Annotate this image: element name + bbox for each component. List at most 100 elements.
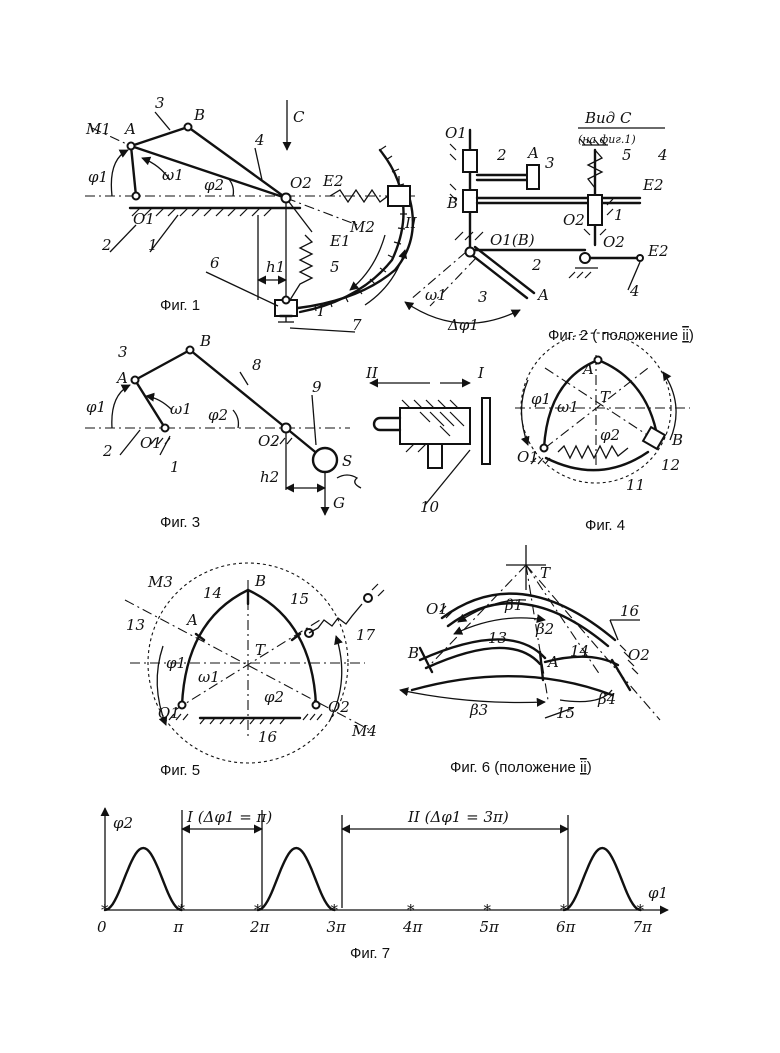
fig1-label-ii: II: [404, 214, 418, 232]
fig6-label-16: 16: [620, 602, 640, 620]
fig1-label-1: 1: [148, 236, 158, 254]
fig4-label-o1: O1: [517, 448, 539, 466]
fig5-label-16: 16: [258, 728, 278, 746]
fig7-tick-mark: *: [407, 901, 415, 919]
fig1-label-3: 3: [155, 94, 165, 112]
fig2-label-a: A: [526, 144, 539, 162]
figure-1: M1 A B 3 C 4 O2 E2 M2 E1 φ1 ω1 φ2 O1 2 1…: [85, 94, 418, 334]
fig6-label-a: A: [546, 653, 559, 671]
figure-3: 3 A B 8 9 φ1 ω1 φ2 O1 2 O2 1 S h2 G II I…: [85, 332, 490, 531]
fig7-tick-label: 6π: [556, 918, 577, 936]
fig7-interval-ii: II (Δφ1 = 3π): [407, 808, 509, 826]
fig3-label-b: B: [199, 332, 211, 350]
figure-6: T O1 β1 β2 13 B A 14 16 O2 β3 15 β4 Фиг.…: [400, 545, 660, 776]
fig2-caption: Фиг. 2 ( положение ii): [548, 327, 694, 344]
fig6-label-beta1: β1: [504, 596, 523, 614]
fig7-curve-bump: [258, 848, 335, 910]
fig7-y-label: φ2: [113, 814, 133, 832]
fig4-label-11: 11: [626, 476, 645, 494]
fig4-label-phi2: φ2: [600, 426, 620, 444]
fig7-tick-label: 3π: [327, 918, 348, 936]
fig5-label-t: T: [255, 641, 266, 659]
fig4-label-12: 12: [661, 456, 680, 474]
fig3-label-2: 2: [102, 442, 113, 460]
fig1-label-phi2: φ2: [204, 176, 224, 194]
fig1-label-o2: O2: [290, 174, 312, 192]
fig2-label-2: 2: [496, 146, 507, 164]
fig1-label-c: C: [293, 108, 305, 126]
fig7-tick-label: 5π: [480, 918, 501, 936]
fig5-caption: Фиг. 5: [160, 762, 200, 779]
fig2-label-4-b: 4: [629, 282, 640, 300]
fig6-label-beta3: β3: [469, 701, 488, 719]
fig1-label-o1: O1: [133, 210, 155, 228]
fig5-label-m4: M4: [351, 722, 377, 740]
fig1-label-7: 7: [352, 316, 362, 334]
fig7-tick-label: π: [173, 918, 185, 936]
fig3-label-phi1: φ1: [86, 398, 106, 416]
fig1-label-6: 6: [210, 254, 220, 272]
fig3-label-h2: h2: [260, 468, 279, 486]
fig1-label-omega1: ω1: [162, 166, 184, 184]
fig1-label-2: 2: [101, 236, 112, 254]
figure-5: M3 B 14 15 A 13 T 17 φ1 ω1 φ2 O1 O2 16 M…: [125, 563, 384, 779]
fig6-caption: Фиг. 6 (положение ii): [450, 759, 592, 776]
fig5-label-13: 13: [126, 616, 145, 634]
fig1-label-h1: h1: [266, 258, 285, 276]
fig5-label-phi1: φ1: [166, 654, 186, 672]
fig4-label-b: B: [671, 431, 683, 449]
fig4-caption: Фиг. 4: [585, 517, 625, 534]
fig2-label-o1: O1: [445, 124, 467, 142]
fig7-tick-label: 4π: [402, 918, 424, 936]
fig6-label-13: 13: [488, 629, 507, 647]
fig2-label-dphi1: Δφ1: [447, 316, 479, 334]
fig1-label-phi1: φ1: [88, 168, 108, 186]
fig7-x-label: φ1: [648, 884, 668, 902]
fig4-label-omega1: ω1: [557, 398, 579, 416]
fig5-label-15: 15: [290, 590, 309, 608]
fig2-label-e2: E2: [642, 176, 664, 194]
fig6-label-o2: O2: [628, 646, 650, 664]
fig3-label-ii: II: [365, 364, 379, 382]
fig3-label-s: S: [342, 452, 352, 470]
fig1-label-4: 4: [254, 131, 265, 149]
fig3-label-1: 1: [170, 458, 180, 476]
fig2-label-b: B: [446, 194, 458, 212]
fig1-label-a: A: [123, 120, 136, 138]
fig4-label-a: A: [581, 360, 594, 378]
fig5-label-phi2: φ2: [264, 688, 284, 706]
fig5-label-17: 17: [356, 626, 376, 644]
fig3-label-3: 3: [118, 343, 128, 361]
fig1-label-e2: E2: [322, 172, 344, 190]
fig1-label-i: I: [317, 302, 325, 320]
fig6-label-beta2: β2: [535, 620, 554, 638]
fig3-label-9: 9: [312, 378, 322, 396]
fig6-label-15: 15: [556, 704, 575, 722]
fig6-label-b: B: [407, 644, 419, 662]
fig6-label-o1: O1: [426, 600, 448, 618]
fig7-tick-label: 0: [97, 918, 107, 936]
fig2-label-1: 1: [614, 206, 624, 224]
fig2-label-omega1: ω1: [425, 286, 447, 304]
fig1-label-5: 5: [330, 258, 340, 276]
fig1-label-m1: M1: [85, 120, 111, 138]
fig7-curve-bump: [564, 848, 641, 910]
fig5-label-m3: M3: [147, 573, 173, 591]
fig3-label-a: A: [115, 369, 128, 387]
fig1-label-b: B: [193, 106, 205, 124]
fig7-curve-bump: [105, 848, 182, 910]
fig3-label-o2: O2: [258, 432, 280, 450]
fig2-label-5: 5: [622, 146, 632, 164]
figure-7: φ2 φ1 *0*π*2π*3π*4π*5π*6π*7π I (Δφ1 = π)…: [97, 808, 668, 962]
fig5-label-o1: O1: [158, 704, 180, 722]
fig7-tick-label: 2π: [249, 918, 271, 936]
fig6-label-14: 14: [570, 642, 589, 660]
fig3-label-8: 8: [252, 356, 262, 374]
fig5-label-o2: O2: [328, 698, 350, 716]
fig2-label-o2-b: O2: [603, 233, 625, 251]
fig5-label-b: B: [254, 572, 266, 590]
fig3-label-o1: O1: [140, 434, 162, 452]
fig2-label-o1b: O1(B): [490, 231, 535, 249]
fig4-label-phi1: φ1: [531, 390, 551, 408]
